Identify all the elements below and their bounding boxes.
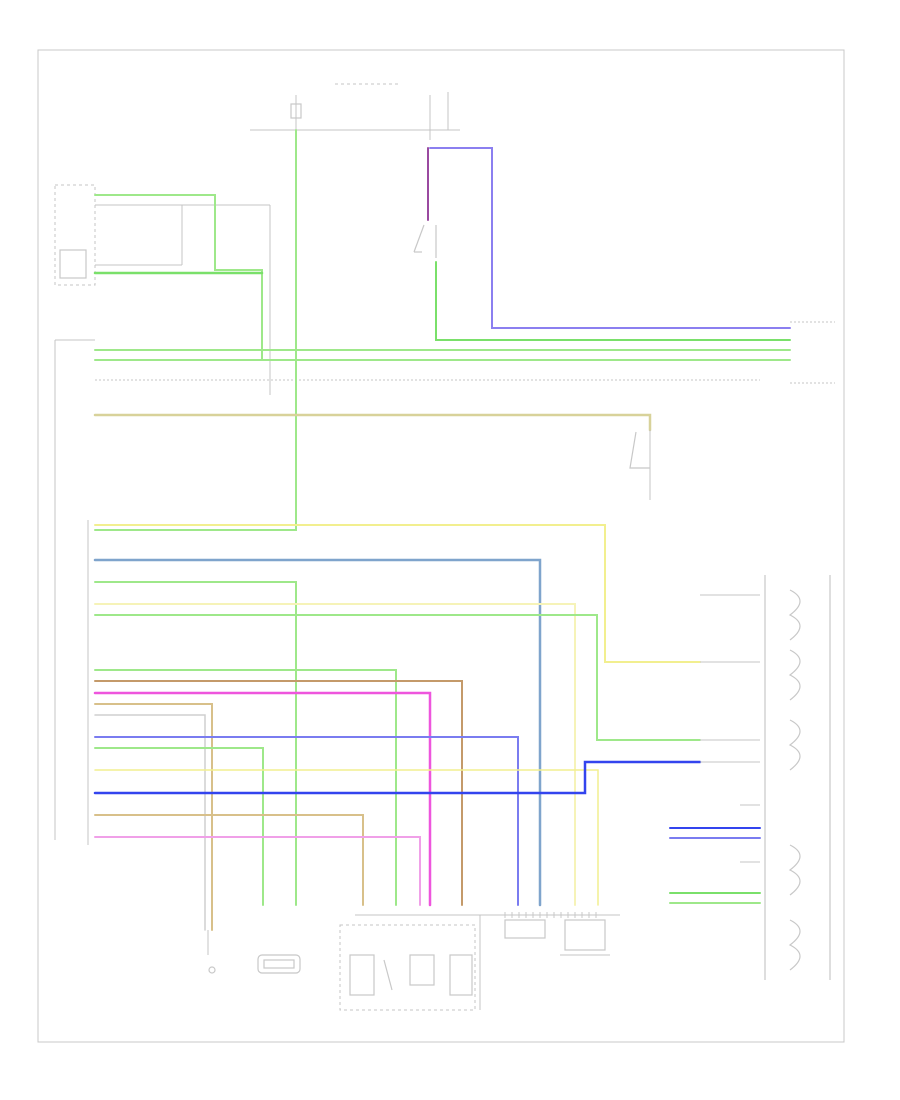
wire-tcm-pale-yellow (94, 603, 576, 906)
pressure-control-solenoid (504, 919, 546, 939)
wire-tcm-blue-1 (94, 736, 519, 906)
wire-tcm-yellow (94, 524, 701, 663)
oil-temp-sensor (207, 930, 216, 974)
wire-cluster-green-1 (94, 194, 263, 361)
bottom-components (207, 912, 620, 1011)
power-distribution (250, 83, 460, 140)
brake-switch (413, 224, 437, 258)
transmission-range-sensor (700, 575, 831, 980)
wire-fuse-green (94, 129, 297, 531)
wire-tcm-magenta (93, 691, 432, 907)
instrument-cluster (54, 184, 271, 395)
wire-tcm-green-range (94, 614, 701, 741)
diagram-border (37, 49, 845, 1043)
wire-tcm-blue-range (93, 760, 702, 795)
harness-rail (54, 339, 760, 840)
wire-yellow-tow (93, 413, 652, 432)
right-connectors (629, 321, 835, 500)
shift-solenoids (339, 924, 476, 1011)
wire-tcm-tan-2 (94, 814, 364, 906)
wire-tcm-green-sol (94, 669, 397, 906)
connector-pins (504, 912, 597, 918)
wire-brake-green (435, 261, 791, 341)
wire-tcm-green-speed (94, 747, 264, 906)
wire-tcm-tan (94, 703, 213, 931)
tcc-solenoid (560, 919, 610, 956)
wire-tcm-green-sensor (94, 581, 297, 906)
speed-sensor (257, 954, 301, 974)
wires (93, 129, 791, 931)
wire-tcm-steel (93, 558, 542, 907)
wire-brake-violet (429, 147, 791, 329)
wire-tcm-gray (94, 714, 206, 931)
wire-tcm-yellow-2 (94, 769, 599, 906)
wire-tcm-brown (94, 680, 463, 906)
wire-tcm-pink (94, 836, 421, 906)
